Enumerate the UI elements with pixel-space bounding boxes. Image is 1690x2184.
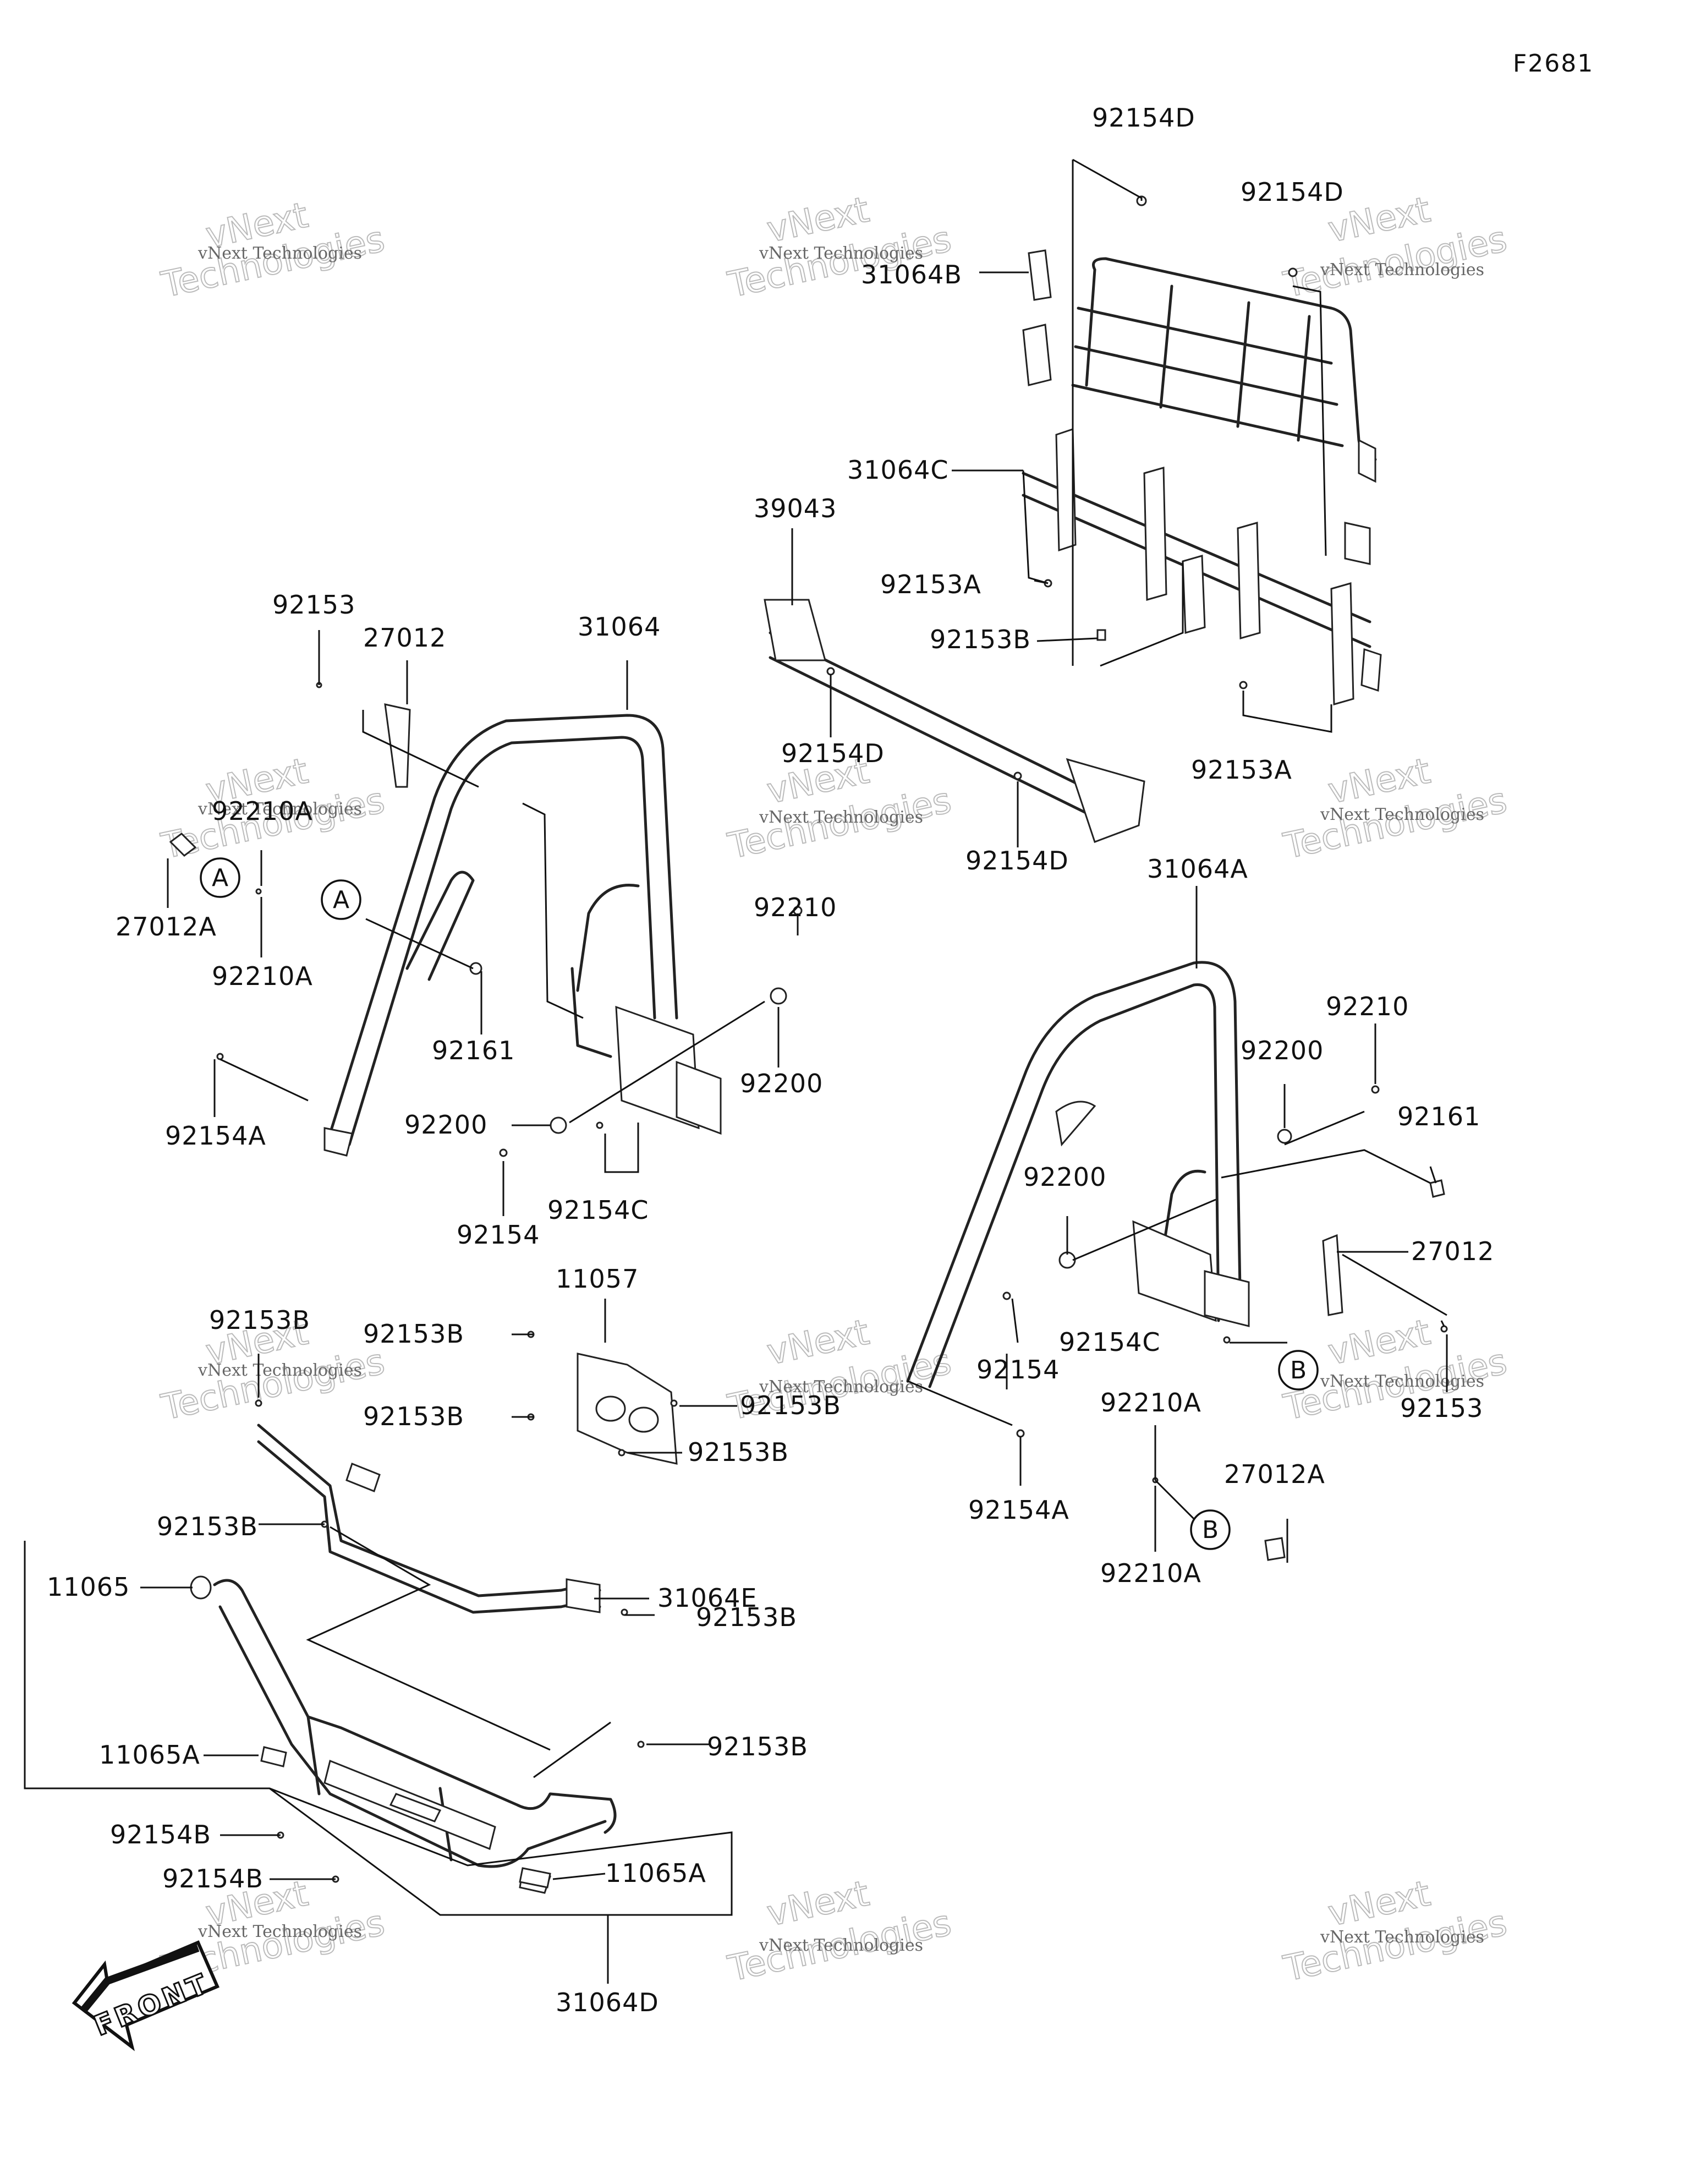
svg-text:vNext Technologies: vNext Technologies <box>197 800 362 819</box>
svg-text:vNext Technologies: vNext Technologies <box>1320 1372 1484 1391</box>
part-label: 92154C <box>547 1195 649 1225</box>
part-label: 92153B <box>363 1402 464 1431</box>
part-label: 39043 <box>754 494 837 523</box>
part-label: 92153 <box>272 590 355 620</box>
part-label: 92161 <box>1397 1102 1480 1131</box>
part-label: 92153B <box>930 625 1031 654</box>
part-label: 31064E <box>657 1583 757 1613</box>
part-label: 92154D <box>781 738 885 768</box>
svg-text:B: B <box>1202 1516 1219 1544</box>
part-label: 92153B <box>688 1437 789 1467</box>
part-label: 92200 <box>1241 1036 1324 1065</box>
part-label: 92154 <box>976 1355 1060 1384</box>
part-label: 92154B <box>162 1864 264 1893</box>
part-label: 92210 <box>754 893 837 922</box>
svg-text:vNext Technologies: vNext Technologies <box>1320 805 1484 824</box>
part-label: 92200 <box>1023 1162 1106 1192</box>
watermark-top-right: vNext Technologies vNext Technologies <box>1280 189 1511 306</box>
part-label: 27012 <box>1411 1236 1494 1266</box>
part-label: 92153B <box>363 1319 464 1349</box>
part-label: 92210A <box>212 796 313 826</box>
watermark-bottom-right: vNext Technologies vNext Technologies <box>1280 1873 1511 1990</box>
rear-guard-rail-drawing <box>1022 249 1377 565</box>
part-labels: 92154D 92154D 31064B 31064C 92153A 92153… <box>47 103 1494 2017</box>
svg-text:vNext Technologies: vNext Technologies <box>197 1922 362 1941</box>
part-label: 92154D <box>965 846 1069 875</box>
watermark-bottom-center: vNext Technologies vNext Technologies <box>724 1873 956 1990</box>
leader-lines <box>24 158 1448 1984</box>
part-label: 92200 <box>404 1110 487 1140</box>
part-label: 92154A <box>165 1121 266 1151</box>
ref-marker-b-upper: B <box>1278 1350 1319 1391</box>
part-label: 31064 <box>578 612 661 642</box>
part-label: 92153B <box>740 1391 841 1420</box>
svg-text:B: B <box>1290 1356 1307 1384</box>
part-label: 92154C <box>1059 1327 1160 1357</box>
part-label: 92210A <box>212 961 313 991</box>
svg-text:vNext Technologies: vNext Technologies <box>197 244 362 263</box>
part-label: 92154D <box>1092 103 1195 133</box>
front-direction-arrow: FRONT <box>72 1940 220 2051</box>
part-label: 92153A <box>1191 755 1292 785</box>
watermark-mid-center: vNext Technologies vNext Technologies <box>724 750 956 867</box>
part-label: 92154A <box>968 1495 1069 1525</box>
part-label: 92154D <box>1241 177 1344 207</box>
ref-marker-b-lower: B <box>1190 1509 1231 1550</box>
rear-mount-bar-drawing <box>1022 428 1382 705</box>
part-label: 11065A <box>99 1740 200 1770</box>
part-label: 11057 <box>556 1264 639 1294</box>
part-label: 92153B <box>707 1732 808 1761</box>
part-label: 31064B <box>861 260 962 289</box>
part-label: 92153 <box>1400 1393 1483 1423</box>
fasteners <box>169 195 1448 1889</box>
part-label: 31064C <box>847 455 948 485</box>
part-label: 92161 <box>432 1036 515 1065</box>
bracket-plate-drawing <box>577 1353 678 1465</box>
part-label: 11065A <box>605 1858 706 1888</box>
part-label: 27012A <box>1224 1459 1325 1489</box>
part-label: 11065 <box>47 1572 130 1602</box>
svg-text:vNext Technologies: vNext Technologies <box>1320 1928 1484 1947</box>
right-roll-bar-drawing <box>906 961 1250 1388</box>
watermark-mid-right: vNext Technologies vNext Technologies <box>1280 750 1511 867</box>
svg-text:vNext Technologies: vNext Technologies <box>759 808 923 827</box>
part-label: 27012A <box>116 912 217 942</box>
watermark-top-left: vNext Technologies vNext Technologies <box>157 194 389 306</box>
part-label: 92210A <box>1100 1558 1201 1588</box>
svg-text:vNext Technologies: vNext Technologies <box>1320 260 1484 280</box>
ref-marker-a-left: A <box>200 857 240 898</box>
svg-text:A: A <box>333 886 349 914</box>
part-label: 92154B <box>110 1820 211 1849</box>
svg-text:vNext Technologies: vNext Technologies <box>759 244 923 263</box>
part-label: 31064D <box>556 1988 659 2017</box>
left-roll-bar-drawing <box>323 714 722 1157</box>
part-label: 92153B <box>209 1305 310 1335</box>
svg-text:A: A <box>212 864 228 892</box>
svg-text:vNext Technologies: vNext Technologies <box>759 1936 923 1955</box>
cross-bar-drawing <box>764 599 1145 843</box>
front-cross-member-drawing <box>257 1424 601 1614</box>
part-label: 31064A <box>1147 854 1248 884</box>
svg-text:vNext Technologies: vNext Technologies <box>759 1377 923 1397</box>
svg-text:vNext Technologies: vNext Technologies <box>197 1361 362 1380</box>
part-label: 27012 <box>363 623 446 653</box>
part-label: 92210A <box>1100 1388 1201 1417</box>
part-label: 92153B <box>696 1602 797 1632</box>
figure-code: F2681 <box>1513 50 1594 78</box>
ref-marker-a-right: A <box>321 879 361 920</box>
part-label: 92153B <box>157 1512 258 1541</box>
front-bumper-drawing <box>213 1579 617 1894</box>
part-label: 92200 <box>740 1069 823 1098</box>
part-label: 92210 <box>1326 992 1409 1021</box>
part-label: 92154 <box>457 1220 540 1250</box>
part-label: 92153A <box>880 570 981 599</box>
